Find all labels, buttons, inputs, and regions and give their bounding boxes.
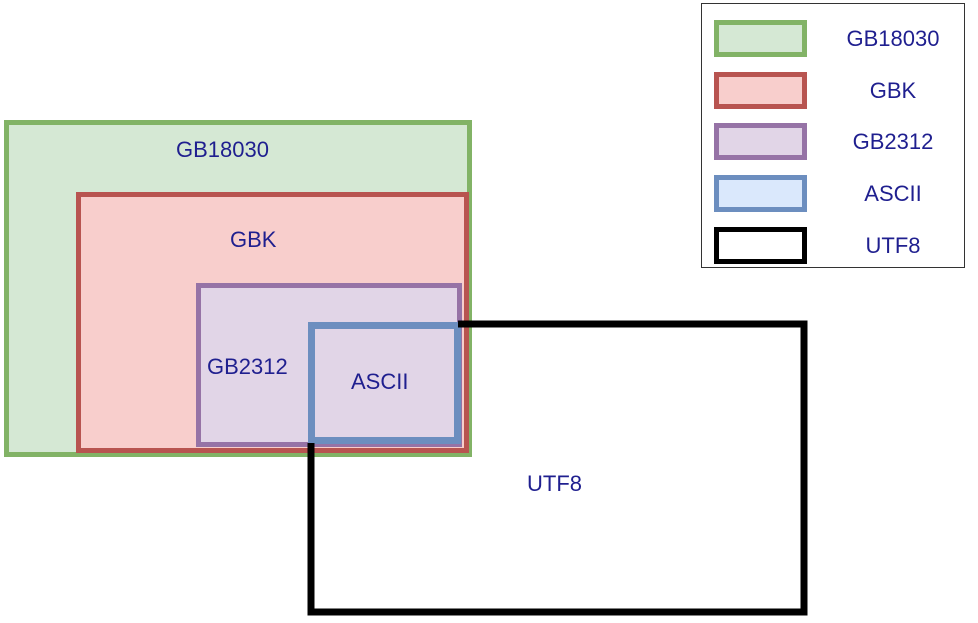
legend-item-ascii: ASCII <box>702 175 964 215</box>
legend-label-gb2312: GB2312 <box>852 129 934 154</box>
legend-swatch-gb18030 <box>714 20 807 57</box>
legend-swatch-utf8 <box>714 227 807 264</box>
legend-item-gb18030: GB18030 <box>702 20 964 60</box>
gbk-label: GBK <box>230 227 277 252</box>
legend: GB18030 GBK GB2312 ASCII UTF8 <box>701 3 965 268</box>
legend-label-gbk: GBK <box>869 78 917 103</box>
utf8-label: UTF8 <box>527 471 582 496</box>
legend-swatch-ascii <box>714 175 807 212</box>
legend-label-ascii: ASCII <box>864 181 922 206</box>
legend-swatch-gbk <box>714 72 807 109</box>
legend-item-gb2312: GB2312 <box>702 123 964 163</box>
legend-item-gbk: GBK <box>702 72 964 112</box>
legend-label-utf8: UTF8 <box>865 233 921 258</box>
ascii-label: ASCII <box>351 369 409 394</box>
legend-item-utf8: UTF8 <box>702 227 964 267</box>
gb2312-label: GB2312 <box>207 354 288 379</box>
legend-label-gb18030: GB18030 <box>846 26 940 51</box>
gb18030-label: GB18030 <box>176 137 269 162</box>
legend-swatch-gb2312 <box>714 123 807 160</box>
